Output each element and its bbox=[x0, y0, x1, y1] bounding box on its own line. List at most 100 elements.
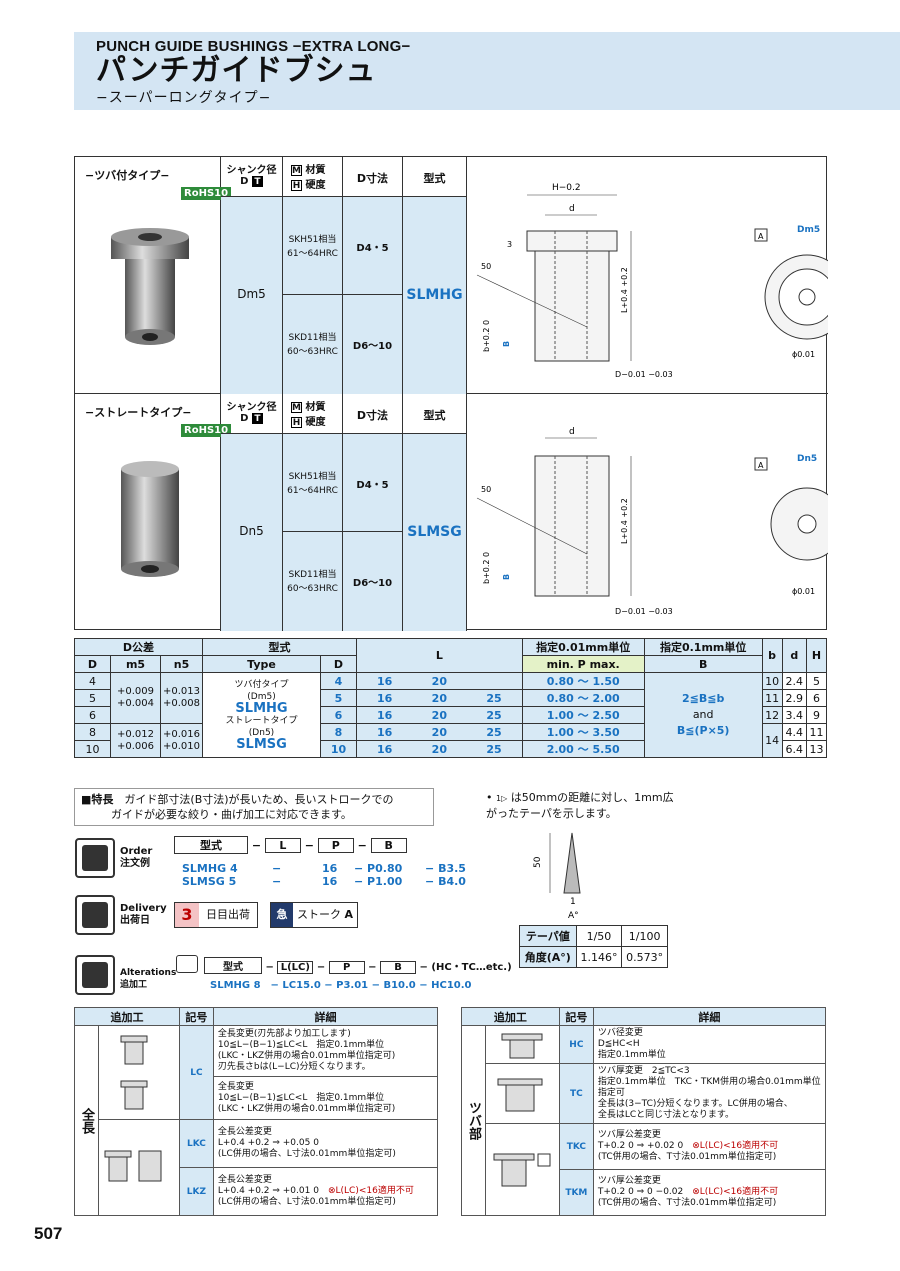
row-l1: 16 bbox=[356, 672, 413, 690]
row-d: 8 bbox=[74, 723, 111, 741]
tkc-line2: (TC併用の場合、T寸法0.01mm単位指定可) bbox=[597, 1152, 777, 1162]
dim-Dm5: Dm5 bbox=[797, 225, 820, 235]
alt-code-lkc: LKC bbox=[178, 1119, 214, 1168]
alt-detail-tkm: ツバ厚公差変更 T+0.2 0 ⇒ 0 −0.02 ⊗L(LC)<16適用不可 … bbox=[592, 1169, 827, 1216]
tkc-sketch bbox=[485, 1123, 560, 1216]
s-n5: n5 bbox=[160, 655, 203, 673]
dim-Dn5: Dn5 bbox=[797, 454, 817, 464]
alterations-template: 型式 − L(LC) − P − B − (HC・TC…etc.) bbox=[204, 957, 512, 974]
lkz-line0: 全長公差変更 bbox=[217, 1175, 272, 1185]
alt-right-h3: 詳細 bbox=[592, 1007, 827, 1026]
alterations-label-jp: 追加工 bbox=[120, 980, 148, 990]
flange-hard2: 60～63HRC bbox=[287, 347, 338, 357]
alt-right-group-label: ツバ部 bbox=[466, 1101, 481, 1140]
delivery-label: Delivery 出荷日 bbox=[120, 903, 167, 927]
type-header-2: 型式 bbox=[403, 394, 466, 434]
row-dd: 6.4 bbox=[781, 740, 808, 758]
subtitle-jp: −スーパーロングタイプ− bbox=[96, 90, 272, 106]
material-header: M 材質 H 硬度 bbox=[283, 157, 342, 197]
s-p: min. P max. bbox=[521, 655, 645, 673]
straight-type-code: SLMSG bbox=[403, 434, 466, 631]
delivery-label-en: Delivery bbox=[120, 903, 167, 914]
flange-mat2: SKD11相当 bbox=[288, 333, 337, 343]
row-l2: 20 bbox=[412, 706, 467, 724]
alt-h-P: P bbox=[328, 961, 365, 974]
ex1-type: SLMHG 4 bbox=[182, 862, 238, 875]
rohs-badge: RoHS10 bbox=[181, 187, 232, 200]
tkc-line0: ツバ厚公差変更 bbox=[597, 1130, 661, 1140]
row-h: 9 bbox=[806, 706, 827, 724]
material-label-2: 材質 bbox=[305, 402, 326, 413]
lc-line1: 10≦L−(B−1)≦LC<L 指定0.1mm単位 bbox=[217, 1040, 385, 1051]
row-l3: 25 bbox=[466, 706, 523, 724]
h-type: 型式 bbox=[202, 638, 357, 656]
row-d: 6 bbox=[74, 706, 111, 724]
order-examples: SLMHG 4− 16− P0.80− B3.5 SLMSG 5− 16− P1… bbox=[182, 862, 466, 888]
delivery-days: 3 bbox=[175, 903, 199, 927]
tkc-line1: T+0.2 0 ⇒ +0.02 0 bbox=[597, 1141, 684, 1151]
s-D: D bbox=[74, 655, 111, 673]
taper-tbl-h1: テーパ値 bbox=[519, 925, 577, 947]
order-label: Order 注文例 bbox=[120, 846, 152, 870]
row-l3: 25 bbox=[466, 740, 523, 758]
row-l3 bbox=[466, 672, 523, 690]
type-straight: ストレートタイプ bbox=[225, 716, 298, 726]
tkm-line0: ツバ厚公差変更 bbox=[597, 1176, 661, 1186]
straight-drawing: d 50 L+0.4 +0.2 b+0.2 0 B D−0.01 −0.03 A… bbox=[476, 427, 828, 616]
alt-h-type: 型式 bbox=[204, 957, 262, 974]
h-L: L bbox=[356, 638, 523, 673]
alt-detail-hc: ツバ径変更 D≦HC<H 指定0.1mm単位 bbox=[592, 1025, 827, 1064]
features-text1: ガイド部寸法(B寸法)が長いため、長いストロークでの bbox=[124, 793, 394, 806]
alt-h-B: B bbox=[380, 961, 417, 974]
title-en: PUNCH GUIDE BUSHINGS −EXTRA LONG− bbox=[96, 38, 411, 55]
lc-line3: 刃先長さbは(L−LC)分短くなります。 bbox=[217, 1062, 371, 1073]
hc-line1: D≦HC<H bbox=[597, 1039, 640, 1049]
order-h-B: B bbox=[370, 838, 407, 853]
n5-b: +0.008 bbox=[162, 698, 200, 709]
h-p: 指定0.01mm単位 bbox=[521, 638, 645, 656]
row-l2: 20 bbox=[412, 672, 467, 690]
alt-detail-lkz: 全長公差変更 L+0.4 +0.2 ⇒ +0.01 0 ⊗L(LC)<16適用不… bbox=[212, 1167, 439, 1216]
features-text2: ガイドが必要な絞り・曲げ加工に対応できます。 bbox=[111, 808, 352, 821]
alt-h-L: L(LC) bbox=[277, 961, 314, 974]
s-type: Type bbox=[202, 655, 321, 673]
row-l2: 20 bbox=[412, 740, 467, 758]
n5-a: +0.013 bbox=[162, 686, 200, 697]
dim-B: B bbox=[502, 341, 511, 347]
flatness-note: ϕ0.01 bbox=[792, 350, 815, 359]
hc-sketch bbox=[485, 1025, 560, 1064]
m5-b: +0.004 bbox=[116, 698, 154, 709]
tc-line1: 指定0.1mm単位 TKC・TKM併用の場合0.01mm単位指定可 bbox=[597, 1077, 821, 1098]
row-d2: 4 bbox=[320, 672, 357, 690]
straight-bushing-photo bbox=[121, 461, 179, 577]
stock-grade: A bbox=[344, 908, 353, 921]
dim-b-2: b+0.2 0 bbox=[482, 552, 491, 584]
straight-name: −ストレートタイプ− bbox=[85, 406, 192, 419]
type-cell: ツバ付タイプ (Dm5) SLMHG ストレートタイプ (Dn5) SLMSG bbox=[202, 672, 321, 758]
ex1-B: B3.5 bbox=[438, 862, 466, 875]
type-straight-code: SLMSG bbox=[236, 737, 287, 752]
m5-range-1: +0.009+0.004 bbox=[110, 672, 161, 724]
tkc-note: ⊗L(LC)<16適用不可 bbox=[692, 1141, 779, 1151]
row-l1: 16 bbox=[356, 689, 413, 707]
row-l3: 25 bbox=[466, 689, 523, 707]
ex1-L: 16 bbox=[322, 862, 338, 875]
tc-line2: 全長は(3−TC)分短くなります。LC併用の場合、 bbox=[597, 1099, 793, 1109]
shank-header-label-2: シャンク径 bbox=[226, 402, 277, 413]
m5-a: +0.009 bbox=[116, 686, 154, 697]
alt-right-h2: 記号 bbox=[558, 1007, 594, 1026]
alt-left-h2: 記号 bbox=[178, 1007, 214, 1026]
dim-L: L+0.4 +0.2 bbox=[620, 267, 629, 313]
lc-line0: 全長変更(刃先部より加工します) bbox=[217, 1029, 351, 1040]
t-icon-2: T bbox=[251, 413, 263, 424]
lkz-line2: (LC併用の場合、L寸法0.01mm単位指定可) bbox=[217, 1197, 396, 1207]
flange-type-code: SLMHG bbox=[403, 197, 466, 394]
taper-tbl-v1: 1/50 bbox=[575, 925, 623, 947]
row-l3: 25 bbox=[466, 723, 523, 741]
flange-drawing: H−0.2 d 3 50 L+0.4 +0.2 b+0.2 0 B D−0.01… bbox=[476, 183, 828, 379]
taper-50: 50 bbox=[481, 262, 491, 271]
m5-range-2: +0.012+0.006 bbox=[110, 723, 161, 758]
